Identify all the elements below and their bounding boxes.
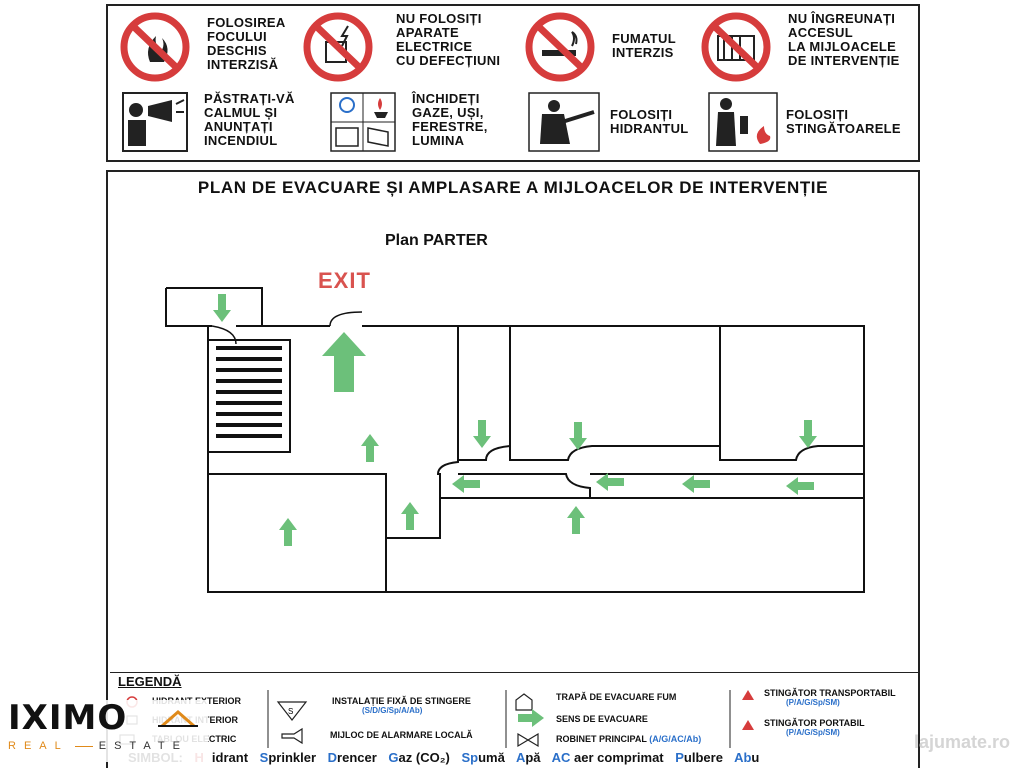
no-defective-electric-icon [303,12,373,82]
symbol-item: Drencer [327,750,377,765]
sign-label: FUMATUL INTERZIS [612,31,676,60]
alarm-shout-icon [122,92,188,152]
exit-label: EXIT [318,268,371,293]
no-open-fire-icon [120,12,190,82]
evac-direction-icon [518,709,544,727]
sign-no-smoking: FUMATUL INTERZIS [520,12,676,82]
transportable-extinguisher-icon [742,690,754,700]
symbol-item: Abu [734,750,760,765]
sign-label: ÎNCHIDEȚI GAZE, UȘI, FERESTRE, LUMINA [412,91,488,148]
sign-use-extinguisher: FOLOSIȚI STINGĂTOARELE [708,92,901,152]
legend-item: MIJLOC DE ALARMARE LOCALĂ [330,730,473,740]
house-icon [158,710,198,728]
iximo-logo: IXIMO REAL ESTATE [8,700,208,762]
legend-item: TRAPĂ DE EVACUARE FUM [556,692,677,702]
sign-close-utilities: ÎNCHIDEȚI GAZE, UȘI, FERESTRE, LUMINA [330,92,488,152]
logo-brand: IXIMO [8,698,128,738]
legend-item: SENS DE EVACUARE [556,714,648,724]
smoke-vent-icon [515,693,533,711]
legend-item: STINGĂTOR PORTABIL(P/A/G/Sp/SM) [764,718,865,737]
symbol-item: AC aer comprimat [551,750,664,765]
close-utilities-icon [330,92,396,152]
legend-item: INSTALAȚIE FIXĂ DE STINGERE(S/D/G/Sp/A/A… [332,696,471,715]
no-smoking-icon [525,12,595,82]
sign-label: FOLOSIREA FOCULUI DESCHIS INTERZISĂ [207,15,286,72]
sign-no-blocking-access: NU ÎNGREUNAȚI ACCESUL LA MIJLOACELE DE I… [696,12,900,82]
symbol-item: Apă [515,750,541,765]
sign-label: PĂSTRAȚI-VĂ CALMUL ȘI ANUNȚAȚI INCENDIUL [204,91,295,148]
symbol-row: SIMBOL: Hidrant Sprinkler Drencer Gaz (C… [128,750,767,765]
watermark: lajumate.ro [913,732,1010,752]
local-alarm-icon [281,727,303,745]
symbol-item: Gaz (CO₂) [388,750,450,765]
symbol-item: Pulbere [675,750,723,765]
sign-label: FOLOSIȚI STINGĂTOARELE [786,107,901,136]
legend-title: LEGENDĂ [118,674,182,689]
fixed-extinguishing-icon [276,701,308,721]
portable-extinguisher-icon [742,720,754,730]
legend-item: STINGĂTOR TRANSPORTABIL(P/A/G/Sp/SM) [764,688,896,707]
sign-use-hydrant: FOLOSIȚI HIDRANTUL [528,92,689,152]
symbol-item: Spumă [461,750,505,765]
legend-item: ROBINET PRINCIPAL (A/G/AC/Ab) [556,734,702,744]
hydrant-user-icon [528,92,600,152]
sign-label: NU ÎNGREUNAȚI ACCESUL LA MIJLOACELE DE I… [788,11,900,68]
safety-signs-panel [106,4,920,162]
sign-label: NU FOLOSIȚI APARATE ELECTRICE CU DEFECȚI… [396,11,501,68]
sign-no-defective-electric: NU FOLOSIȚI APARATE ELECTRICE CU DEFECȚI… [298,12,500,82]
extinguisher-user-icon [708,92,778,152]
evacuation-plan-panel [106,170,920,768]
logo-tag-real: REAL [8,740,69,752]
plan-title: PLAN DE EVACUARE ȘI AMPLASARE A MIJLOACE… [197,178,829,197]
sign-no-open-fire: FOLOSIREA FOCULUI DESCHIS INTERZISĂ [115,12,286,82]
sign-label: FOLOSIȚI HIDRANTUL [610,107,689,136]
main-valve-icon [517,732,539,748]
sign-keep-calm: PĂSTRAȚI-VĂ CALMUL ȘI ANUNȚAȚI INCENDIUL [122,92,295,152]
logo-tag-estate: ESTATE [98,740,188,752]
svg-text:S: S [288,707,293,716]
no-blocking-access-icon [701,12,771,82]
symbol-item: Sprinkler [259,750,317,765]
plan-subtitle: Plan PARTER [385,232,488,249]
